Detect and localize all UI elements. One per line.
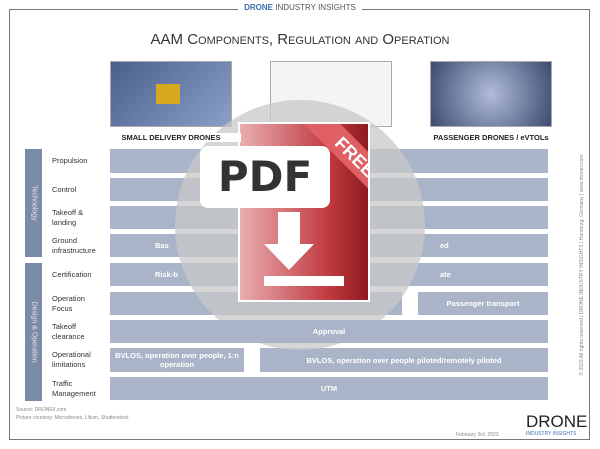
row-cell: Passenger transport (418, 292, 548, 315)
page-title: AAM Components, Regulation and Operation (150, 31, 450, 48)
row-label: Traffic Management (52, 378, 96, 398)
group-technology: Technology (25, 149, 42, 257)
group-design-operation: Design & Operation (25, 263, 42, 401)
brand: DRONE (244, 3, 274, 12)
row-label: Operational limitations (52, 350, 91, 369)
row-label: Propulsion (52, 156, 88, 165)
download-arrow-icon (278, 212, 300, 246)
row-label: Operation Focus (52, 293, 85, 313)
row-label: Certification (52, 269, 92, 279)
column-header: PASSENGER DRONES / eVTOLs (421, 133, 561, 142)
pdf-label[interactable]: PDF (200, 146, 330, 208)
passenger-drone-image (430, 61, 552, 127)
source-text: Source: DRONEII.com (16, 407, 67, 413)
row-label: Control (52, 184, 77, 194)
row-cell: Approval (110, 320, 548, 343)
row-label: Takeoff & landing (52, 207, 84, 227)
side-copyright: © 2023 All rights reserved | DRONE INDUS… (579, 154, 585, 376)
date: February 3rd, 2023 (456, 432, 499, 438)
brand-rest: INDUSTRY INSIGHTS (275, 3, 356, 12)
logo-sub: INDUSTRY INSIGHTS (526, 431, 577, 437)
row-cell: BVLOS, operation over people piloted/rem… (260, 348, 548, 372)
download-bar (264, 276, 344, 286)
row-cell: UTM (110, 377, 548, 400)
row-label: Takeoff clearance (52, 321, 85, 341)
row-cell: BVLOS, operation over people, 1:n operat… (110, 348, 244, 372)
header: DRONE INDUSTRY INSIGHTS (0, 3, 600, 12)
picture-courtesy: Picture courtesy: Microdrones, Lilium, S… (16, 415, 129, 421)
row-label: Ground infrastructure (52, 235, 96, 255)
delivery-drone-image (110, 61, 232, 127)
column-header: SMALL DELIVERY DRONES (101, 133, 241, 142)
logo-main: DRONE (526, 412, 588, 431)
